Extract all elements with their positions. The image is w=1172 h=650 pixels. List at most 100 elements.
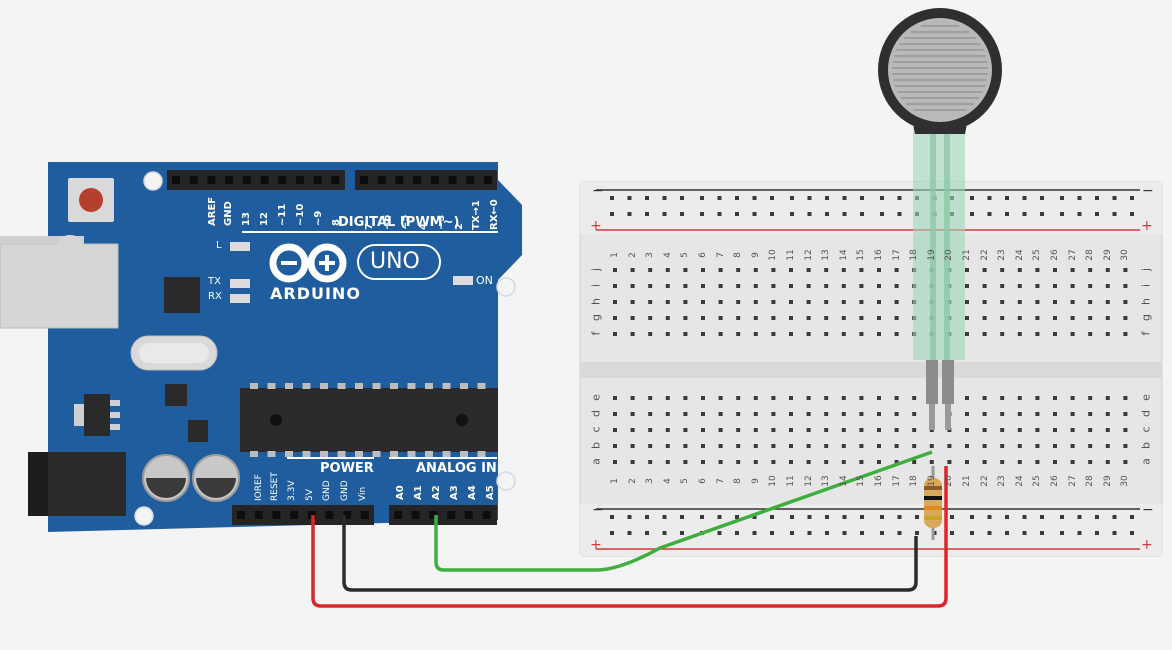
breadboard-hole[interactable] bbox=[1000, 460, 1005, 464]
breadboard-hole[interactable] bbox=[877, 428, 881, 432]
breadboard-hole[interactable] bbox=[718, 460, 723, 464]
breadboard-hole[interactable] bbox=[701, 268, 705, 272]
breadboard-hole[interactable] bbox=[1105, 284, 1110, 288]
rail-hole[interactable] bbox=[880, 531, 884, 535]
rail-hole[interactable] bbox=[807, 531, 812, 535]
header-socket[interactable] bbox=[207, 176, 216, 184]
rail-hole[interactable] bbox=[842, 196, 847, 200]
breadboard-hole[interactable] bbox=[683, 444, 688, 448]
breadboard-hole[interactable] bbox=[859, 332, 864, 336]
breadboard-hole[interactable] bbox=[665, 332, 670, 336]
rail-hole[interactable] bbox=[752, 196, 757, 200]
rail-hole[interactable] bbox=[662, 531, 667, 535]
breadboard-hole[interactable] bbox=[648, 412, 653, 416]
breadboard-hole[interactable] bbox=[683, 412, 688, 416]
rail-hole[interactable] bbox=[860, 531, 864, 535]
header-socket[interactable] bbox=[225, 176, 234, 184]
breadboard-hole[interactable] bbox=[859, 444, 864, 448]
rail-hole[interactable] bbox=[880, 212, 884, 216]
rail-hole[interactable] bbox=[700, 212, 704, 216]
rail-hole[interactable] bbox=[627, 196, 632, 200]
rail-hole[interactable] bbox=[610, 212, 614, 216]
breadboard-hole[interactable] bbox=[665, 428, 670, 432]
breadboard-hole[interactable] bbox=[630, 300, 635, 304]
breadboard-hole[interactable] bbox=[1105, 268, 1110, 272]
rail-hole[interactable] bbox=[610, 531, 614, 535]
rail-hole[interactable] bbox=[842, 531, 847, 535]
breadboard-hole[interactable] bbox=[894, 332, 899, 336]
breadboard-hole[interactable] bbox=[877, 284, 881, 288]
breadboard-hole[interactable] bbox=[824, 316, 829, 320]
breadboard-hole[interactable] bbox=[701, 460, 705, 464]
breadboard-hole[interactable] bbox=[1105, 444, 1110, 448]
breadboard-hole[interactable] bbox=[929, 460, 934, 464]
breadboard-hole[interactable] bbox=[613, 444, 617, 448]
breadboard-hole[interactable] bbox=[1053, 316, 1057, 320]
rail-hole[interactable] bbox=[1112, 196, 1117, 200]
breadboard-hole[interactable] bbox=[929, 444, 934, 448]
rail-hole[interactable] bbox=[950, 531, 954, 535]
breadboard-hole[interactable] bbox=[1070, 396, 1075, 400]
breadboard-hole[interactable] bbox=[665, 284, 670, 288]
breadboard-hole[interactable] bbox=[1035, 460, 1040, 464]
rail-hole[interactable] bbox=[1005, 531, 1009, 535]
breadboard-hole[interactable] bbox=[1017, 396, 1022, 400]
breadboard-hole[interactable] bbox=[789, 316, 793, 320]
rail-hole[interactable] bbox=[700, 515, 704, 519]
reset-button[interactable] bbox=[79, 188, 103, 212]
breadboard-hole[interactable] bbox=[859, 316, 864, 320]
breadboard-hole[interactable] bbox=[789, 460, 793, 464]
breadboard-hole[interactable] bbox=[1053, 332, 1057, 336]
breadboard-hole[interactable] bbox=[771, 460, 776, 464]
rail-hole[interactable] bbox=[807, 196, 812, 200]
breadboard-hole[interactable] bbox=[859, 284, 864, 288]
breadboard-hole[interactable] bbox=[648, 316, 653, 320]
rail-hole[interactable] bbox=[790, 515, 794, 519]
header-socket[interactable] bbox=[411, 511, 420, 519]
header-socket[interactable] bbox=[394, 511, 402, 519]
breadboard-hole[interactable] bbox=[1053, 300, 1057, 304]
header-socket[interactable] bbox=[331, 176, 340, 184]
breadboard-hole[interactable] bbox=[1088, 412, 1093, 416]
breadboard-hole[interactable] bbox=[771, 332, 776, 336]
breadboard-hole[interactable] bbox=[630, 428, 635, 432]
breadboard-hole[interactable] bbox=[718, 332, 723, 336]
header-socket[interactable] bbox=[377, 176, 386, 184]
breadboard-hole[interactable] bbox=[877, 460, 881, 464]
breadboard-hole[interactable] bbox=[736, 460, 741, 464]
breadboard-hole[interactable] bbox=[736, 412, 741, 416]
breadboard-hole[interactable] bbox=[965, 332, 969, 336]
breadboard-hole[interactable] bbox=[982, 316, 987, 320]
breadboard-hole[interactable] bbox=[718, 284, 723, 288]
breadboard-hole[interactable] bbox=[613, 460, 617, 464]
header-socket[interactable] bbox=[413, 176, 422, 184]
rail-hole[interactable] bbox=[897, 212, 902, 216]
breadboard-hole[interactable] bbox=[894, 412, 899, 416]
breadboard-hole[interactable] bbox=[613, 332, 617, 336]
rail-hole[interactable] bbox=[645, 531, 649, 535]
header-socket[interactable] bbox=[237, 511, 245, 519]
breadboard-hole[interactable] bbox=[877, 316, 881, 320]
breadboard-hole[interactable] bbox=[1070, 316, 1075, 320]
breadboard-hole[interactable] bbox=[806, 284, 811, 288]
header-socket[interactable] bbox=[313, 176, 322, 184]
breadboard-hole[interactable] bbox=[1123, 412, 1128, 416]
breadboard-hole[interactable] bbox=[683, 284, 688, 288]
breadboard-hole[interactable] bbox=[789, 268, 793, 272]
breadboard-hole[interactable] bbox=[1088, 444, 1093, 448]
rail-hole[interactable] bbox=[770, 212, 774, 216]
breadboard-hole[interactable] bbox=[1017, 460, 1022, 464]
rail-hole[interactable] bbox=[717, 212, 722, 216]
rail-hole[interactable] bbox=[1060, 515, 1064, 519]
rail-hole[interactable] bbox=[915, 531, 919, 535]
breadboard-hole[interactable] bbox=[841, 316, 846, 320]
breadboard-hole[interactable] bbox=[613, 428, 617, 432]
rail-hole[interactable] bbox=[1060, 196, 1064, 200]
breadboard-hole[interactable] bbox=[736, 396, 741, 400]
rail-hole[interactable] bbox=[987, 515, 992, 519]
rail-hole[interactable] bbox=[1040, 531, 1044, 535]
rail-hole[interactable] bbox=[627, 531, 632, 535]
header-socket[interactable] bbox=[430, 176, 439, 184]
breadboard-hole[interactable] bbox=[1105, 300, 1110, 304]
breadboard-hole[interactable] bbox=[1053, 444, 1057, 448]
